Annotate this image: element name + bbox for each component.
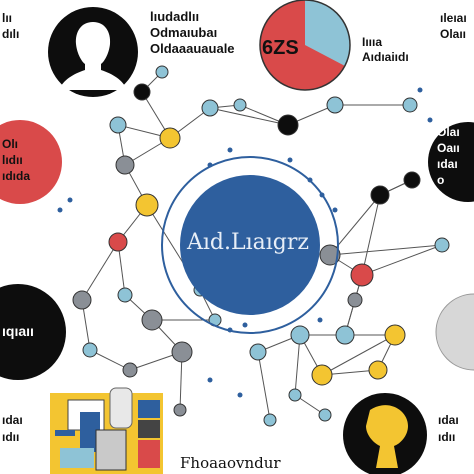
network-edge bbox=[361, 244, 443, 276]
network-dot bbox=[227, 147, 233, 153]
pie-side-line-2: Aıdıaiıdı bbox=[362, 50, 409, 64]
network-node bbox=[370, 185, 390, 205]
center-label: Aıd.Lıaıgrz bbox=[187, 230, 309, 255]
network-node bbox=[115, 155, 135, 175]
network-dot bbox=[237, 392, 243, 398]
network-edge bbox=[81, 241, 119, 301]
gray-circle-right bbox=[435, 293, 474, 371]
black-right-line-3: ıdaı bbox=[437, 157, 458, 171]
photo-caption: Fhoaaovndur bbox=[180, 454, 281, 472]
black-info-circle-left bbox=[0, 284, 66, 380]
network-node bbox=[311, 364, 333, 386]
network-node bbox=[201, 99, 219, 117]
pie-chart bbox=[259, 0, 351, 91]
keyhole-circle bbox=[343, 393, 427, 474]
right-top-line-1: ıleıaı bbox=[440, 11, 467, 25]
profile-circle-top-left bbox=[48, 7, 138, 97]
network-node bbox=[173, 403, 187, 417]
bottom-left-line-2: ıdıı bbox=[2, 430, 20, 444]
pie-side-line-1: Iıııa bbox=[362, 35, 383, 49]
network-node bbox=[171, 341, 193, 363]
network-edge bbox=[321, 334, 396, 376]
network-edge bbox=[329, 244, 443, 256]
red-circle-line-1: Olı bbox=[2, 137, 19, 151]
top-text-line-1: lıudadlıı bbox=[150, 9, 200, 24]
right-top-text: ıleıaı Olaıı bbox=[440, 12, 467, 40]
network-dot bbox=[317, 317, 323, 323]
left-top-line-2: dılı bbox=[2, 27, 20, 41]
network-edge bbox=[294, 334, 301, 396]
network-node bbox=[133, 83, 151, 101]
black-right-line-1: Olaı bbox=[437, 125, 460, 139]
network-node bbox=[141, 309, 163, 331]
network-nodes bbox=[57, 65, 450, 427]
network-node bbox=[155, 65, 169, 79]
bottom-right-text: ıdaı ıdıı bbox=[438, 414, 459, 443]
network-dot bbox=[417, 87, 423, 93]
network-node bbox=[263, 413, 277, 427]
network-node bbox=[403, 171, 421, 189]
network-node bbox=[288, 388, 302, 402]
top-text-block: lıudadlıı Odmaıubaı Oldaaauauale bbox=[150, 10, 235, 55]
center-hub-ring bbox=[161, 156, 339, 334]
network-dot bbox=[287, 157, 293, 163]
network-node bbox=[72, 290, 92, 310]
network-edge bbox=[209, 107, 289, 126]
network-dot bbox=[207, 377, 213, 383]
top-text-line-3: Oldaaauauale bbox=[150, 41, 235, 56]
black-right-line-4: o bbox=[437, 173, 445, 187]
left-top-text: lıı dılı bbox=[2, 12, 19, 40]
network-dot bbox=[332, 207, 338, 213]
center-hub bbox=[180, 175, 320, 315]
network-node bbox=[82, 342, 98, 358]
network-node bbox=[109, 116, 127, 134]
red-info-circle bbox=[0, 120, 62, 204]
network-edge bbox=[361, 194, 381, 276]
pie-label: 6ZS bbox=[262, 37, 299, 59]
right-top-line-2: Olaıı bbox=[440, 27, 467, 41]
network-node bbox=[384, 324, 406, 346]
network-node bbox=[277, 114, 299, 136]
network-node bbox=[117, 287, 133, 303]
red-circle-text: Olı lıdıı ıdıda bbox=[2, 138, 30, 182]
network-node bbox=[368, 360, 388, 380]
network-node bbox=[159, 127, 181, 149]
network-node bbox=[318, 408, 332, 422]
black-info-circle-right bbox=[428, 122, 474, 202]
network-node bbox=[135, 193, 159, 217]
black-right-line-2: Oaıı bbox=[437, 141, 460, 155]
network-edge bbox=[257, 351, 271, 421]
network-node bbox=[249, 343, 267, 361]
network-dot bbox=[242, 322, 248, 328]
keyhole-icon bbox=[366, 405, 408, 468]
left-top-line-1: lıı bbox=[2, 11, 13, 25]
red-circle-line-2: lıdıı bbox=[2, 153, 23, 167]
top-text-line-2: Odmaıubaı bbox=[150, 25, 218, 40]
network-node bbox=[319, 244, 341, 266]
bottom-right-line-1: ıdaı bbox=[438, 413, 459, 427]
network-node bbox=[290, 325, 310, 345]
pie-side-text: Iıııa Aıdıaiıdı bbox=[362, 36, 409, 63]
network-dot bbox=[57, 207, 63, 213]
bottom-left-line-1: ıdaı bbox=[2, 413, 23, 427]
network-node bbox=[326, 96, 344, 114]
red-circle-line-3: ıdıda bbox=[2, 169, 31, 183]
network-node bbox=[108, 232, 128, 252]
network-node bbox=[233, 98, 247, 112]
bottom-left-text: ıdaı ıdıı bbox=[2, 414, 23, 443]
network-node bbox=[122, 362, 138, 378]
bottom-right-line-2: ıdıı bbox=[438, 430, 456, 444]
network-dot bbox=[67, 197, 73, 203]
network-node bbox=[402, 97, 418, 113]
network-node bbox=[350, 263, 374, 287]
photo-collage bbox=[50, 387, 163, 474]
black-left-circle-text: ıqıaıı bbox=[2, 323, 34, 339]
network-node bbox=[335, 325, 355, 345]
person-silhouette-icon bbox=[59, 22, 127, 90]
network-node bbox=[347, 292, 363, 308]
black-right-circle-text: Olaı Oaıı ıdaı o bbox=[437, 126, 460, 186]
network-dot bbox=[427, 117, 433, 123]
network-node bbox=[434, 237, 450, 253]
